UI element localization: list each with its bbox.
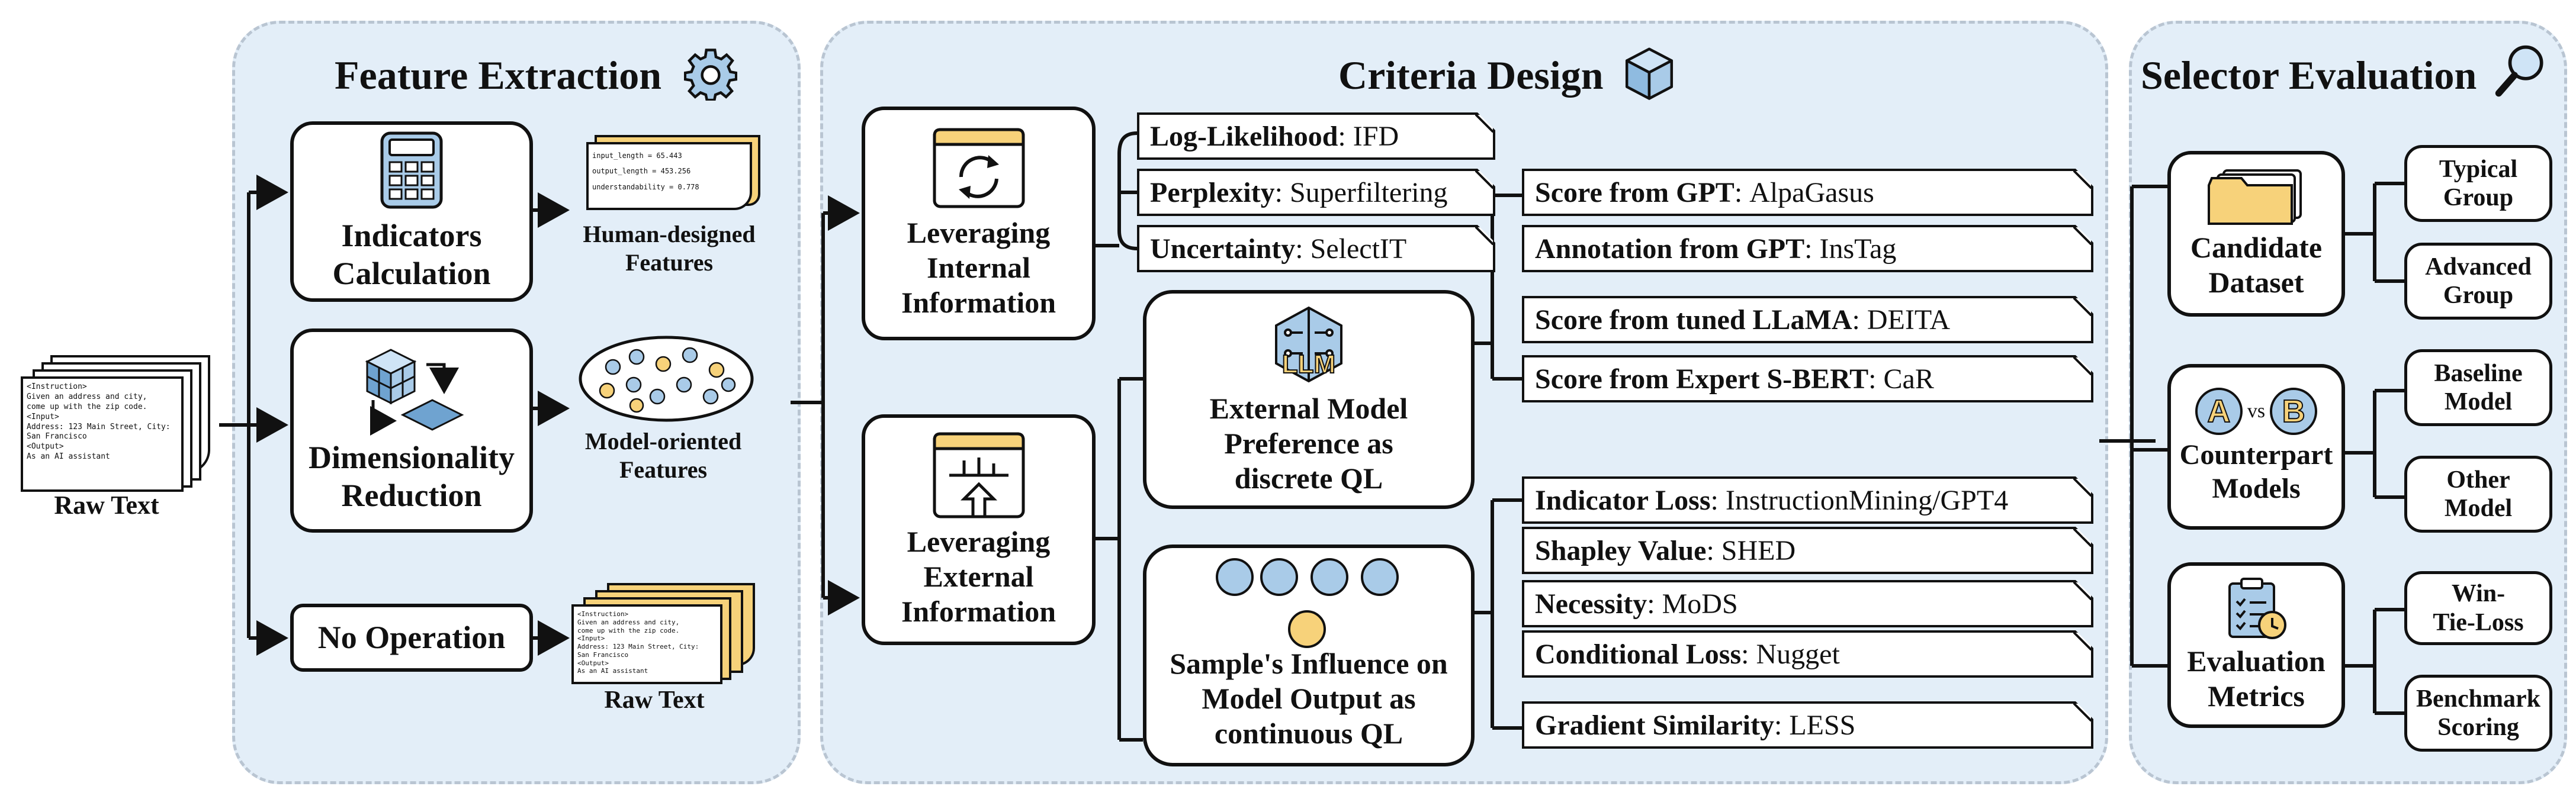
leveraging-internal-label: Leveraging Internal Information — [901, 216, 1056, 319]
discrete-tag-tuned-llama: Score from tuned LLaMA: DEITA — [1522, 296, 2093, 343]
sample-influence-box: Sample's Influence on Model Output as co… — [1143, 545, 1475, 766]
win-tie-loss-box: Win-Tie-Loss — [2404, 571, 2552, 645]
feature-cluster-icon — [579, 336, 754, 422]
candidate-dataset-box: Candidate Dataset — [2167, 151, 2345, 317]
upload-window-icon — [933, 432, 1024, 518]
dimensionality-reduction-box: Dimensionality Reduction — [290, 328, 533, 533]
benchmark-scoring-box: Benchmark Scoring — [2404, 675, 2552, 752]
cube-icon — [1625, 47, 1674, 100]
typical-group-box: Typical Group — [2404, 145, 2552, 222]
raw-text-label-right: Raw Text — [604, 687, 705, 714]
folder-stack-icon — [2208, 169, 2302, 225]
llm-badge: LLM — [1282, 350, 1335, 379]
other-model-box: Other Model — [2404, 456, 2552, 533]
counterpart-models-label: Counterpart Models — [2179, 439, 2333, 504]
evaluation-metrics-box: Evaluation Metrics — [2167, 562, 2345, 728]
cube-reduction-icon — [365, 349, 464, 436]
candidate-dataset-label: Candidate Dataset — [2190, 231, 2323, 299]
selector-evaluation-title: Selector Evaluation — [2141, 53, 2477, 98]
external-model-preference-box: LLM External Model Preference as discret… — [1143, 290, 1475, 509]
continuous-tag-indicator-loss: Indicator Loss: InstructionMining/GPT4 — [1522, 476, 2093, 524]
human-features-label: Human-designed Features — [583, 221, 756, 276]
network-nodes-icon — [1216, 558, 1399, 648]
baseline-model-box: Baseline Model — [2404, 349, 2552, 426]
dimensionality-reduction-label: Dimensionality Reduction — [308, 439, 515, 513]
clipboard-icon — [2228, 578, 2286, 639]
llm-brain-icon: LLM — [1275, 306, 1342, 383]
leveraging-external-box: Leveraging External Information — [862, 414, 1096, 645]
calculator-icon — [380, 131, 443, 209]
raw-text-stack-left: <Instruction> Given an address and city,… — [21, 355, 216, 492]
leveraging-internal-box: Leveraging Internal Information — [862, 107, 1096, 340]
criteria-design-title: Criteria Design — [1338, 53, 1604, 98]
continuous-tag-conditional-loss: Conditional Loss: Nugget — [1522, 630, 2093, 678]
discrete-tag-score-gpt: Score from GPT: AlpaGasus — [1522, 169, 2093, 216]
feature-extraction-title: Feature Extraction — [335, 53, 662, 98]
leveraging-external-label: Leveraging External Information — [901, 524, 1056, 628]
internal-tag-log-likelihood: Log-Likelihood: IFD — [1137, 112, 1495, 160]
indicators-calculation-box: Indicators Calculation — [290, 121, 533, 302]
model-ab-icon: A vs B — [2195, 388, 2318, 436]
vs-label: vs — [2247, 400, 2266, 423]
continuous-tag-necessity: Necessity: MoDS — [1522, 580, 2093, 627]
model-features-label: Model-oriented Features — [584, 428, 742, 483]
sample-influence-label: Sample's Influence on Model Output as co… — [1170, 647, 1448, 750]
continuous-tag-gradient-similarity: Gradient Similarity: LESS — [1522, 701, 2093, 749]
raw-text-stack-right: <Instruction> Given an address and city,… — [571, 583, 761, 684]
raw-text-label-left: Raw Text — [54, 491, 159, 520]
external-model-preference-label: External Model Preference as discrete QL — [1209, 392, 1408, 495]
refresh-window-icon — [933, 128, 1024, 208]
internal-tag-perplexity: Perplexity: Superfiltering — [1137, 169, 1495, 216]
internal-tag-uncertainty: Uncertainty: SelectIT — [1137, 225, 1495, 272]
human-features-doc: input_length = 65.443 output_length = 45… — [586, 135, 764, 213]
gear-icon — [684, 49, 737, 101]
model-b-badge: B — [2270, 388, 2318, 436]
evaluation-metrics-label: Evaluation Metrics — [2187, 645, 2326, 713]
discrete-tag-expert-sbert: Score from Expert S-BERT: CaR — [1522, 355, 2093, 402]
model-a-badge: A — [2195, 388, 2243, 436]
advanced-group-box: Advanced Group — [2404, 243, 2552, 320]
counterpart-models-box: A vs B Counterpart Models — [2167, 364, 2345, 530]
no-operation-box: No Operation — [290, 604, 533, 672]
raw-text-document: <Instruction> Given an address and city,… — [21, 376, 184, 492]
continuous-tag-shapley: Shapley Value: SHED — [1522, 527, 2093, 574]
no-operation-label: No Operation — [317, 619, 506, 655]
indicators-calculation-label: Indicators Calculation — [332, 218, 491, 291]
magnifier-icon — [2495, 45, 2543, 97]
discrete-tag-annotation-gpt: Annotation from GPT: InsTag — [1522, 225, 2093, 272]
